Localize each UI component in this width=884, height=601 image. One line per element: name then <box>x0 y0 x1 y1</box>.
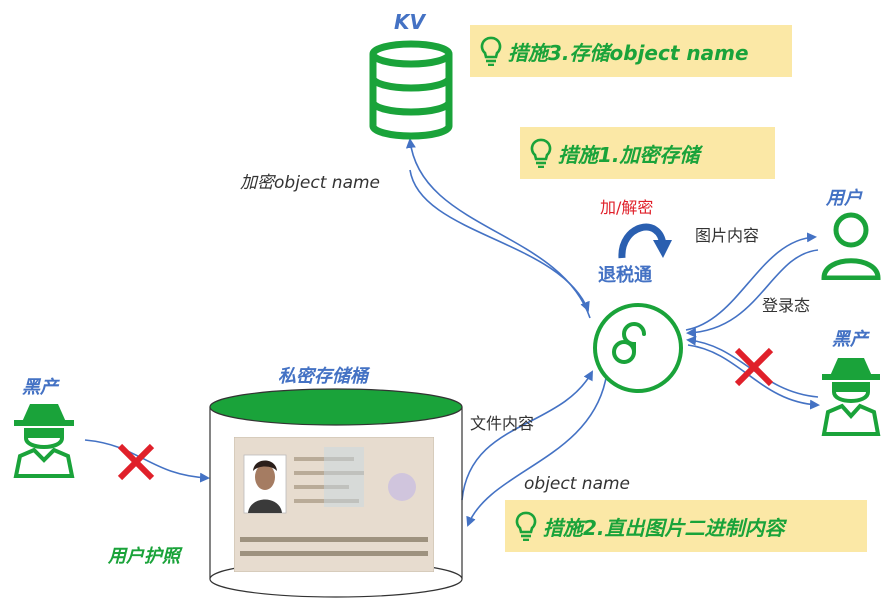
measure3-note: 措施3.存储object name <box>470 25 792 77</box>
measure2-text: 措施2.直出图片二进制内容 <box>543 515 785 540</box>
app-user-arrow <box>685 232 817 331</box>
block-x-left <box>117 443 155 481</box>
lightbulb-icon <box>515 511 537 541</box>
mini-program-icon <box>593 303 683 393</box>
blackmarket-right-label: 黑产 <box>832 329 868 350</box>
encrypt-objname-label: 加密object name <box>240 173 381 193</box>
measure1-note: 措施1.加密存储 <box>520 127 775 179</box>
measure3-text: 措施3.存储object name <box>508 40 749 65</box>
user-icon <box>821 212 881 280</box>
encrypt-decrypt-label: 加/解密 <box>600 198 654 217</box>
user-passport-label: 用户护照 <box>108 546 180 567</box>
encrypt-cycle-arrow <box>618 223 667 259</box>
hacker-icon <box>821 358 881 436</box>
app-name: 退税通 <box>598 265 652 286</box>
blackmarket-bucket-arrow <box>84 439 210 483</box>
lightbulb-icon <box>530 138 552 168</box>
private-bucket-label: 私密存储桶 <box>278 366 368 387</box>
user-label: 用户 <box>826 188 862 209</box>
measure2-note: 措施2.直出图片二进制内容 <box>505 500 867 552</box>
passport-image <box>234 437 434 572</box>
block-x-right <box>734 347 774 387</box>
file-content-label: 文件内容 <box>470 414 535 433</box>
lightbulb-icon <box>480 36 502 66</box>
blackmarket-left-label: 黑产 <box>22 377 58 398</box>
object-name-label: object name <box>524 474 631 494</box>
kv-label: KV <box>394 10 425 34</box>
bucket-app-arrow <box>461 370 593 501</box>
login-state-label: 登录态 <box>762 296 811 315</box>
hacker-icon <box>13 404 75 478</box>
image-content-label: 图片内容 <box>695 226 760 245</box>
measure1-text: 措施1.加密存储 <box>558 142 700 167</box>
database-icon <box>369 40 453 140</box>
